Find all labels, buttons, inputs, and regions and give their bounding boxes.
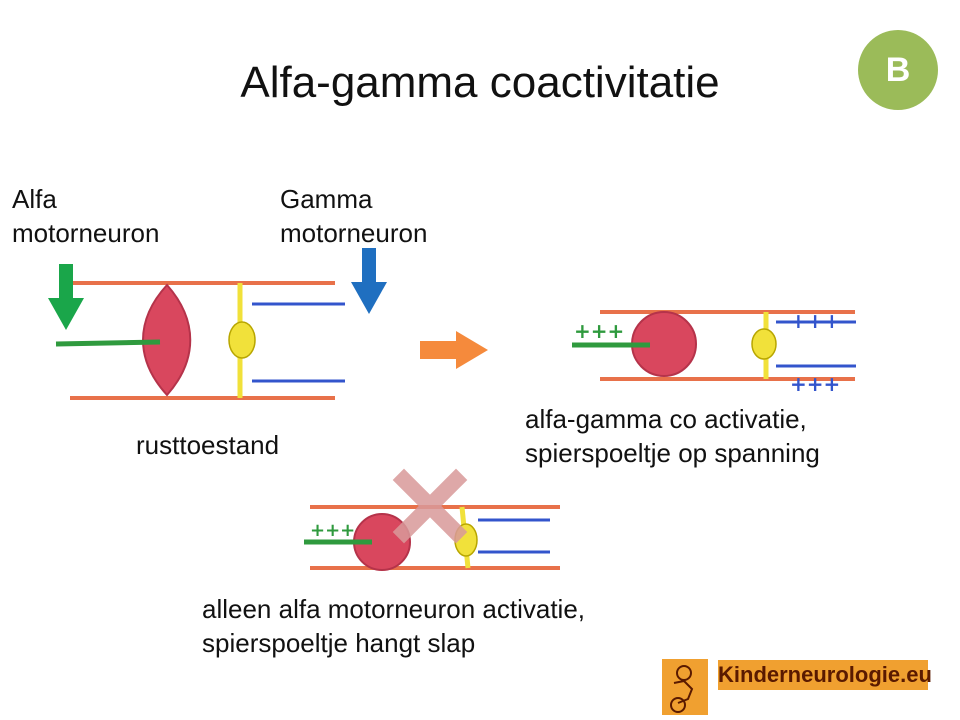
section-badge: B — [858, 30, 938, 110]
alpha-only-label: alleen alfa motorneuron activatie, spier… — [202, 592, 585, 660]
page-title: Alfa-gamma coactivitatie — [240, 58, 720, 107]
extrafusal-muscle — [142, 283, 192, 397]
right-arrow-icon — [420, 331, 488, 369]
rest-state-label: rusttoestand — [136, 430, 280, 460]
cross-icon — [392, 468, 468, 544]
alfa-label-line1: Alfa — [12, 184, 57, 214]
spindle-body — [228, 321, 256, 359]
coact-label-line1: alfa-gamma co activatie, — [525, 404, 807, 434]
gamma-motorneuron-label: Gamma motorneuron — [280, 182, 427, 250]
rest-state-diagram — [55, 281, 345, 400]
alfa-motorneuron-label: Alfa motorneuron — [12, 182, 159, 250]
alpha-only-label-line2: spierspoeltje hangt slap — [202, 628, 476, 658]
alpha-nerve — [55, 339, 161, 347]
gamma-label-line1: Gamma — [280, 184, 373, 214]
alpha-only-label-line1: alleen alfa motorneuron activatie, — [202, 594, 586, 624]
gamma-down-arrow-icon — [351, 248, 387, 314]
coact-label-line2: spierspoeltje op spanning — [525, 438, 820, 468]
alfa-label-line2: motorneuron — [12, 218, 160, 248]
logo-text: Kinderneurologie.eu — [718, 660, 932, 690]
alpha-only-diagram: +++ — [304, 505, 560, 571]
plus-signs-icon: +++ — [790, 372, 840, 396]
alpha-down-arrow-icon — [48, 264, 84, 330]
plus-signs-icon: +++ — [790, 309, 840, 333]
plus-signs-icon: +++ — [574, 319, 624, 343]
gamma-label-line2: motorneuron — [280, 218, 428, 248]
coactivation-label: alfa-gamma co activatie, spierspoeltje o… — [525, 402, 820, 470]
coactivation-diagram: +++ +++ +++ — [572, 309, 856, 396]
plus-signs-icon: +++ — [310, 520, 355, 541]
logo-icon — [662, 659, 708, 715]
